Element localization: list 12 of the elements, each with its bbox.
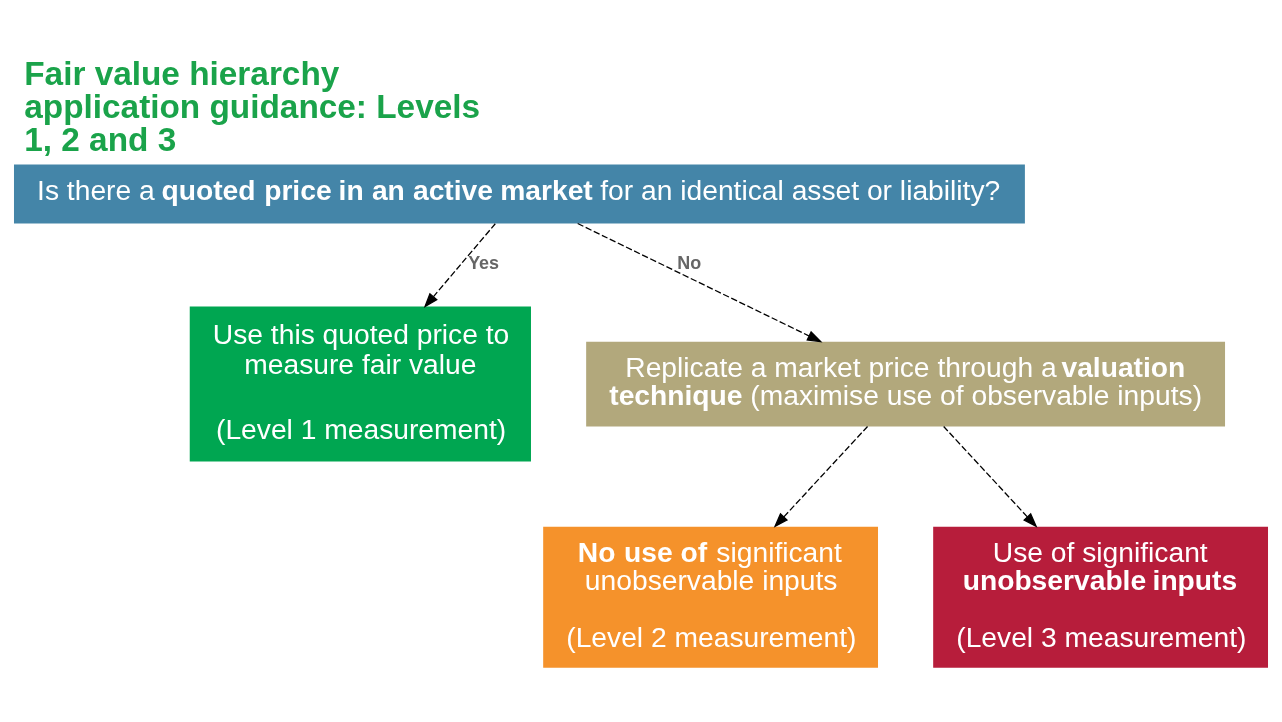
edge-label: Yes: [468, 252, 500, 273]
diagram-title: Fair value hierarchy application guidance: Levels 1, 2 and 3: [24, 54, 481, 159]
edge-label: No: [677, 252, 702, 273]
arrow: [423, 223, 496, 309]
arrow: [943, 425, 1038, 528]
node-box: Use this quoted price to measure fair value (Level 1 measurement): [189, 306, 531, 462]
node-box: No use of significant unobservable inputs (Level 2 measurement): [543, 526, 878, 668]
node-box: Is there a quoted price in an active market for an identical asset or liability?: [14, 164, 1025, 224]
node-box: Replicate a market price through a valuation technique (maximise use of observable inputs): [586, 341, 1226, 427]
arrow: [773, 425, 869, 528]
node-box: Use of significant unobservable inputs (Level 3 measurement): [933, 526, 1268, 668]
arrow: [577, 222, 823, 343]
